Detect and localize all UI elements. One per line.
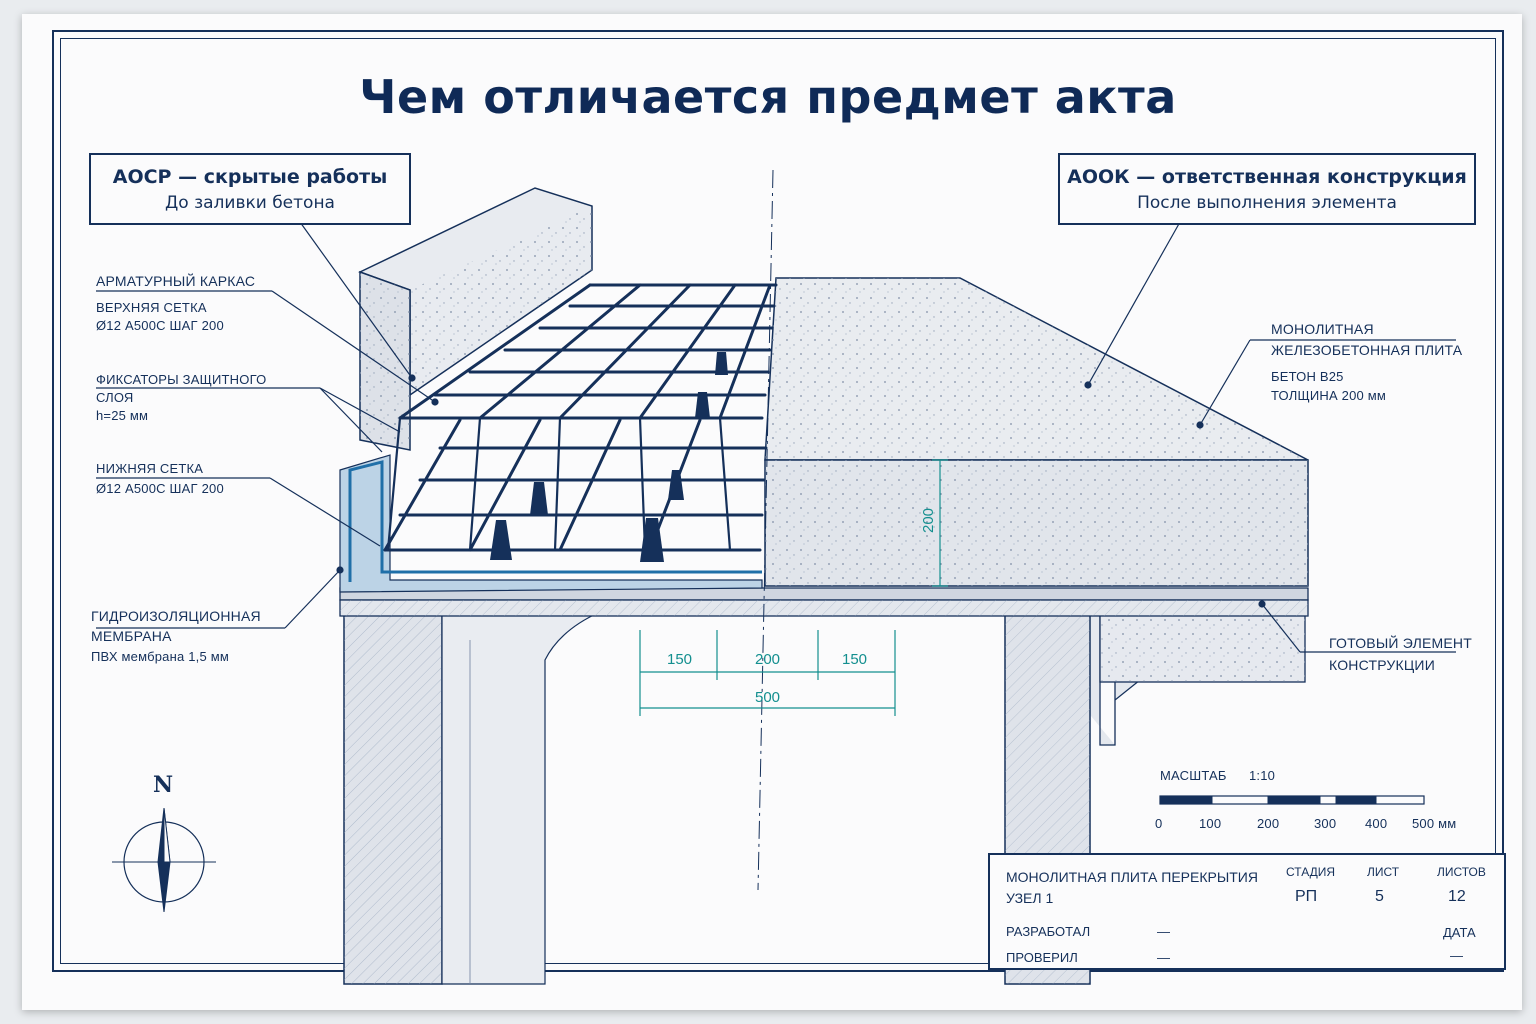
back-wall — [358, 187, 593, 451]
tb-sheets-value: 12 — [1448, 888, 1466, 905]
tb-name-2: УЗЕЛ 1 — [1006, 890, 1054, 906]
tb-date-label: ДАТА — [1443, 925, 1476, 940]
tb-checked-value: — — [1157, 950, 1170, 965]
formwork-base — [339, 587, 1309, 617]
tb-date-value: — — [1450, 948, 1463, 963]
scale-tick-400: 400 — [1365, 816, 1388, 831]
label-top-mesh-spec: Ø12 А500С ШАГ 200 — [96, 318, 224, 333]
tb-checked-label: ПРОВЕРИЛ — [1006, 950, 1078, 965]
drawing-inner-frame — [60, 38, 1496, 964]
concrete-slab — [764, 277, 1309, 587]
scale-tick-500: 500 мм — [1412, 816, 1457, 831]
label-spacers-1: ФИКСАТОРЫ ЗАЩИТНОГО — [96, 372, 267, 387]
label-top-mesh: ВЕРХНЯЯ СЕТКА — [96, 300, 207, 315]
compass-north-label: N — [153, 772, 174, 798]
label-rebar-frame: АРМАТУРНЫЙ КАРКАС — [96, 273, 256, 289]
tb-developed-value: — — [1157, 924, 1170, 939]
title-block: МОНОЛИТНАЯ ПЛИТА ПЕРЕКРЫТИЯ УЗЕЛ 1 СТАДИ… — [988, 853, 1506, 970]
scale-ratio: 1:10 — [1249, 768, 1276, 783]
support-column-left — [343, 611, 601, 985]
label-membrane-3: ПВХ мембрана 1,5 мм — [91, 649, 229, 664]
north-compass-icon — [112, 807, 216, 913]
aosr-box: АОСР — скрытые работы До заливки бетона — [89, 153, 411, 225]
label-slab-1: МОНОЛИТНАЯ — [1271, 321, 1374, 337]
aosr-heading: АОСР — скрытые работы — [112, 166, 388, 188]
tb-stage-header: СТАДИЯ — [1286, 865, 1336, 879]
dimension-lines — [639, 459, 948, 716]
scale-tick-0: 0 — [1155, 816, 1163, 831]
label-membrane-2: МЕМБРАНА — [91, 628, 172, 644]
dim-thickness: 200 — [920, 507, 938, 534]
tb-name-1: МОНОЛИТНАЯ ПЛИТА ПЕРЕКРЫТИЯ — [1006, 869, 1258, 885]
aook-subtitle: После выполнения элемента — [1137, 193, 1397, 213]
rebar-spacers — [490, 352, 728, 562]
drawing-frame — [52, 30, 1504, 972]
label-spacers-2: СЛОЯ — [96, 390, 134, 405]
dim-150-right: 150 — [842, 651, 868, 668]
dim-200-mid: 200 — [755, 651, 781, 668]
tb-sheets-header: ЛИСТОВ — [1437, 865, 1486, 879]
aook-box: АООК — ответственная конструкция После в… — [1058, 153, 1476, 225]
leader-lines — [96, 221, 1456, 653]
tb-sheet-header: ЛИСТ — [1367, 865, 1400, 879]
tb-stage-value: РП — [1295, 888, 1318, 905]
scale-label: МАСШТАБ — [1160, 768, 1227, 783]
label-membrane-1: ГИДРОИЗОЛЯЦИОННАЯ — [91, 608, 261, 624]
dim-500-total: 500 — [755, 689, 781, 706]
scale-bar — [1159, 795, 1425, 805]
label-slab-3: БЕТОН В25 — [1271, 369, 1344, 384]
label-slab-4: ТОЛЩИНА 200 мм — [1271, 388, 1387, 403]
aosr-subtitle: До заливки бетона — [165, 193, 335, 213]
page-title: Чем отличается предмет акта — [359, 70, 1177, 124]
scale-tick-200: 200 — [1257, 816, 1280, 831]
scale-tick-300: 300 — [1314, 816, 1337, 831]
rebar-cage — [383, 283, 778, 552]
dim-150-left: 150 — [667, 651, 693, 668]
label-bottom-mesh-spec: Ø12 А500С ШАГ 200 — [96, 481, 224, 496]
label-finished-1: ГОТОВЫЙ ЭЛЕМЕНТ — [1329, 635, 1472, 651]
center-axis-line — [757, 169, 774, 891]
aook-heading: АООК — ответственная конструкция — [1067, 166, 1467, 188]
waterproofing-membrane — [339, 454, 763, 593]
label-slab-2: ЖЕЛЕЗОБЕТОННАЯ ПЛИТА — [1271, 342, 1463, 358]
tb-developed-label: РАЗРАБОТАЛ — [1006, 924, 1091, 939]
label-bottom-mesh: НИЖНЯЯ СЕТКА — [96, 461, 204, 476]
tb-sheet-value: 5 — [1375, 888, 1384, 905]
label-finished-2: КОНСТРУКЦИИ — [1329, 657, 1435, 673]
label-spacers-3: h=25 мм — [96, 408, 149, 423]
scale-tick-100: 100 — [1199, 816, 1222, 831]
